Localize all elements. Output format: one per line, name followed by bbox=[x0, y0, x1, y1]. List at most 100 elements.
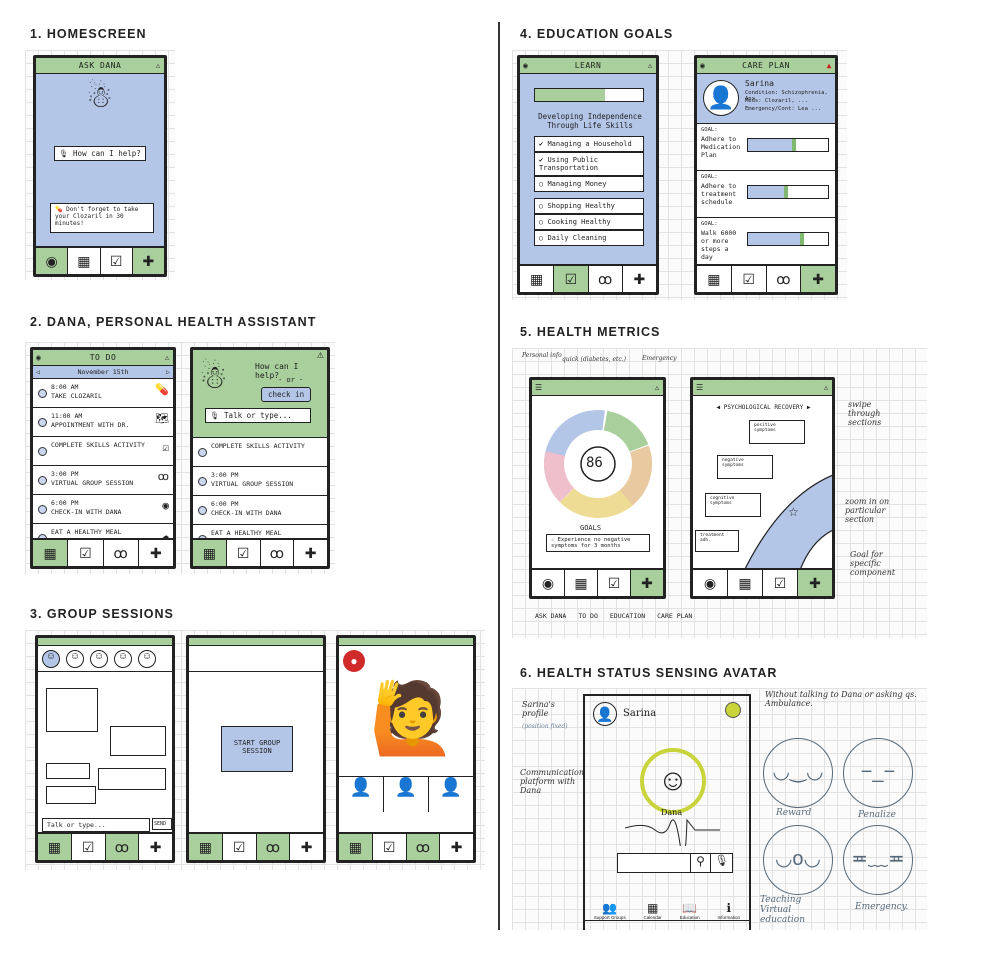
tab-calendar[interactable]: ▦ bbox=[68, 248, 101, 274]
lesson-item[interactable]: ○ Cooking Healthy bbox=[534, 214, 644, 230]
prev-section-icon[interactable]: ◀ bbox=[716, 404, 721, 411]
tab-calendar[interactable]: ▦ bbox=[189, 834, 223, 860]
dana-icon[interactable]: ◉ bbox=[36, 353, 42, 362]
talk-input[interactable]: 🎙 Talk or type... bbox=[205, 408, 311, 423]
tab-calendar[interactable]: ▦ bbox=[193, 540, 227, 566]
tab-care-plan[interactable]: ✚ bbox=[450, 839, 463, 855]
alert-icon[interactable]: ⚠ bbox=[316, 351, 324, 360]
participant-avatar[interactable]: ☺ bbox=[42, 650, 60, 668]
participant-avatar[interactable]: ☺ bbox=[114, 650, 132, 668]
prev-day-icon[interactable]: ◁ bbox=[36, 368, 40, 376]
tab-support-groups[interactable]: 👥Support Groups bbox=[593, 901, 626, 920]
tab-group[interactable]: ꝏ bbox=[589, 266, 623, 292]
tab-checklist[interactable]: ☑ bbox=[223, 834, 257, 860]
tab-care-plan[interactable]: ✚ bbox=[633, 271, 646, 287]
video-thumbnail[interactable]: 👤 bbox=[339, 777, 384, 812]
tab-calendar[interactable]: ▦ bbox=[728, 570, 763, 596]
emergency-button[interactable] bbox=[725, 702, 741, 718]
alert-icon[interactable]: ⚠ bbox=[654, 383, 660, 392]
mic-icon[interactable]: 🎙 bbox=[710, 854, 732, 872]
send-button[interactable]: SEND bbox=[152, 818, 172, 830]
next-day-icon[interactable]: ▷ bbox=[166, 368, 170, 376]
mini-chart[interactable]: cognitive symptoms bbox=[705, 493, 761, 517]
tab-checklist[interactable]: ☑ bbox=[68, 540, 104, 566]
tab-ask-dana[interactable]: ◉ bbox=[693, 570, 728, 596]
unchecked-icon[interactable]: ○ bbox=[539, 234, 548, 242]
checked-icon[interactable]: ✔ bbox=[539, 156, 548, 164]
check-in-button[interactable]: check in bbox=[261, 387, 312, 402]
tab-group[interactable]: ꝏ bbox=[256, 834, 291, 860]
next-section-icon[interactable]: ▶ bbox=[806, 404, 811, 411]
tab-group[interactable]: ꝏ bbox=[104, 540, 139, 566]
start-group-session-button[interactable]: START GROUP SESSION bbox=[221, 726, 293, 772]
tab-checklist[interactable]: ☑ bbox=[763, 570, 798, 596]
tab-group[interactable]: ꝏ bbox=[261, 540, 295, 566]
participant-avatar[interactable]: ☺ bbox=[66, 650, 84, 668]
tab-calendar[interactable]: ▦ bbox=[33, 540, 69, 566]
tab-calendar[interactable]: ▦ bbox=[520, 266, 555, 292]
alert-icon[interactable]: ⚠ bbox=[164, 353, 170, 362]
tab-calendar[interactable]: ▦ bbox=[339, 834, 373, 860]
tab-group[interactable]: ꝏ bbox=[105, 834, 140, 860]
chat-input[interactable]: Talk or type... bbox=[42, 818, 150, 832]
lesson-item[interactable]: ○ Managing Money bbox=[534, 176, 644, 192]
tab-care-plan[interactable]: ✚ bbox=[631, 570, 663, 596]
profile-menu-icon[interactable]: ☰ bbox=[535, 383, 543, 392]
participant-avatar[interactable]: ☺ bbox=[138, 650, 156, 668]
video-thumbnail[interactable]: 👤 bbox=[384, 777, 429, 812]
tab-calendar[interactable]: ▦ bbox=[565, 570, 598, 596]
goal-star-icon[interactable]: ☆ bbox=[788, 505, 799, 519]
video-thumbnail[interactable]: 👤 bbox=[439, 777, 463, 797]
search-input[interactable]: ⚲ 🎙 bbox=[617, 853, 733, 873]
todo-item[interactable]: COMPLETE SKILLS ACTIVITY☑ bbox=[33, 437, 173, 466]
tab-care-plan[interactable]: ✚ bbox=[132, 248, 164, 274]
tab-group[interactable]: ꝏ bbox=[767, 266, 802, 292]
mini-chart[interactable]: negative symptoms bbox=[717, 455, 773, 479]
unchecked-icon[interactable]: ○ bbox=[539, 202, 548, 210]
tab-checklist[interactable]: ☑ bbox=[72, 834, 106, 860]
tab-care-plan[interactable]: ✚ bbox=[801, 266, 835, 292]
patient-avatar[interactable]: 👤 bbox=[703, 80, 739, 116]
mini-chart[interactable]: positive symptoms bbox=[749, 420, 805, 444]
participant-avatar[interactable]: ☺ bbox=[90, 650, 108, 668]
alert-icon[interactable]: ⚠ bbox=[823, 383, 829, 392]
recording-icon[interactable]: ● bbox=[343, 650, 365, 672]
dana-icon[interactable]: ◉ bbox=[523, 61, 529, 70]
goal-card[interactable]: ☆ Experience no negative symptoms for 3 … bbox=[546, 534, 650, 552]
tab-care-plan[interactable]: ✚ bbox=[300, 839, 313, 855]
tab-ask-dana[interactable]: ◉ bbox=[36, 248, 69, 274]
alert-icon[interactable]: ▲ bbox=[826, 61, 832, 70]
ring-segment[interactable] bbox=[542, 408, 654, 520]
help-input[interactable]: 🎙 How can I help? bbox=[54, 146, 146, 161]
tab-calendar[interactable]: ▦ bbox=[38, 834, 72, 860]
tab-care-plan[interactable]: ✚ bbox=[798, 570, 832, 596]
tab-checklist[interactable]: ☑ bbox=[554, 266, 589, 292]
search-icon[interactable]: ⚲ bbox=[690, 854, 710, 872]
lesson-item[interactable]: ○ Daily Cleaning bbox=[534, 230, 644, 246]
user-avatar[interactable]: 👤 bbox=[593, 702, 617, 726]
alert-icon[interactable]: ⚠ bbox=[647, 61, 653, 70]
mini-chart[interactable]: treatment adh. bbox=[695, 530, 739, 552]
checked-icon[interactable]: ✔ bbox=[539, 140, 548, 148]
ring-segment[interactable] bbox=[542, 408, 654, 520]
goal-row[interactable]: GOAL:Adhere to Medication Plan bbox=[697, 124, 835, 171]
tab-care-plan[interactable]: ✚ bbox=[149, 839, 162, 855]
goal-row[interactable]: GOAL:Walk 6000 or more steps a day bbox=[697, 218, 835, 265]
tab-education[interactable]: 📖Education bbox=[679, 901, 700, 920]
dana-icon[interactable]: ◉ bbox=[700, 61, 706, 70]
tab-checklist[interactable]: ☑ bbox=[101, 248, 133, 274]
tab-calendar[interactable]: ▦Calendar bbox=[643, 901, 662, 920]
alert-icon[interactable]: ⚠ bbox=[155, 61, 161, 70]
lesson-item[interactable]: ○ Shopping Healthy bbox=[534, 198, 644, 214]
tab-care-plan[interactable]: ✚ bbox=[150, 545, 162, 561]
unchecked-icon[interactable]: ○ bbox=[539, 218, 548, 226]
dana-avatar[interactable]: ☺ bbox=[640, 748, 706, 814]
tab-checklist[interactable]: ☑ bbox=[598, 570, 631, 596]
